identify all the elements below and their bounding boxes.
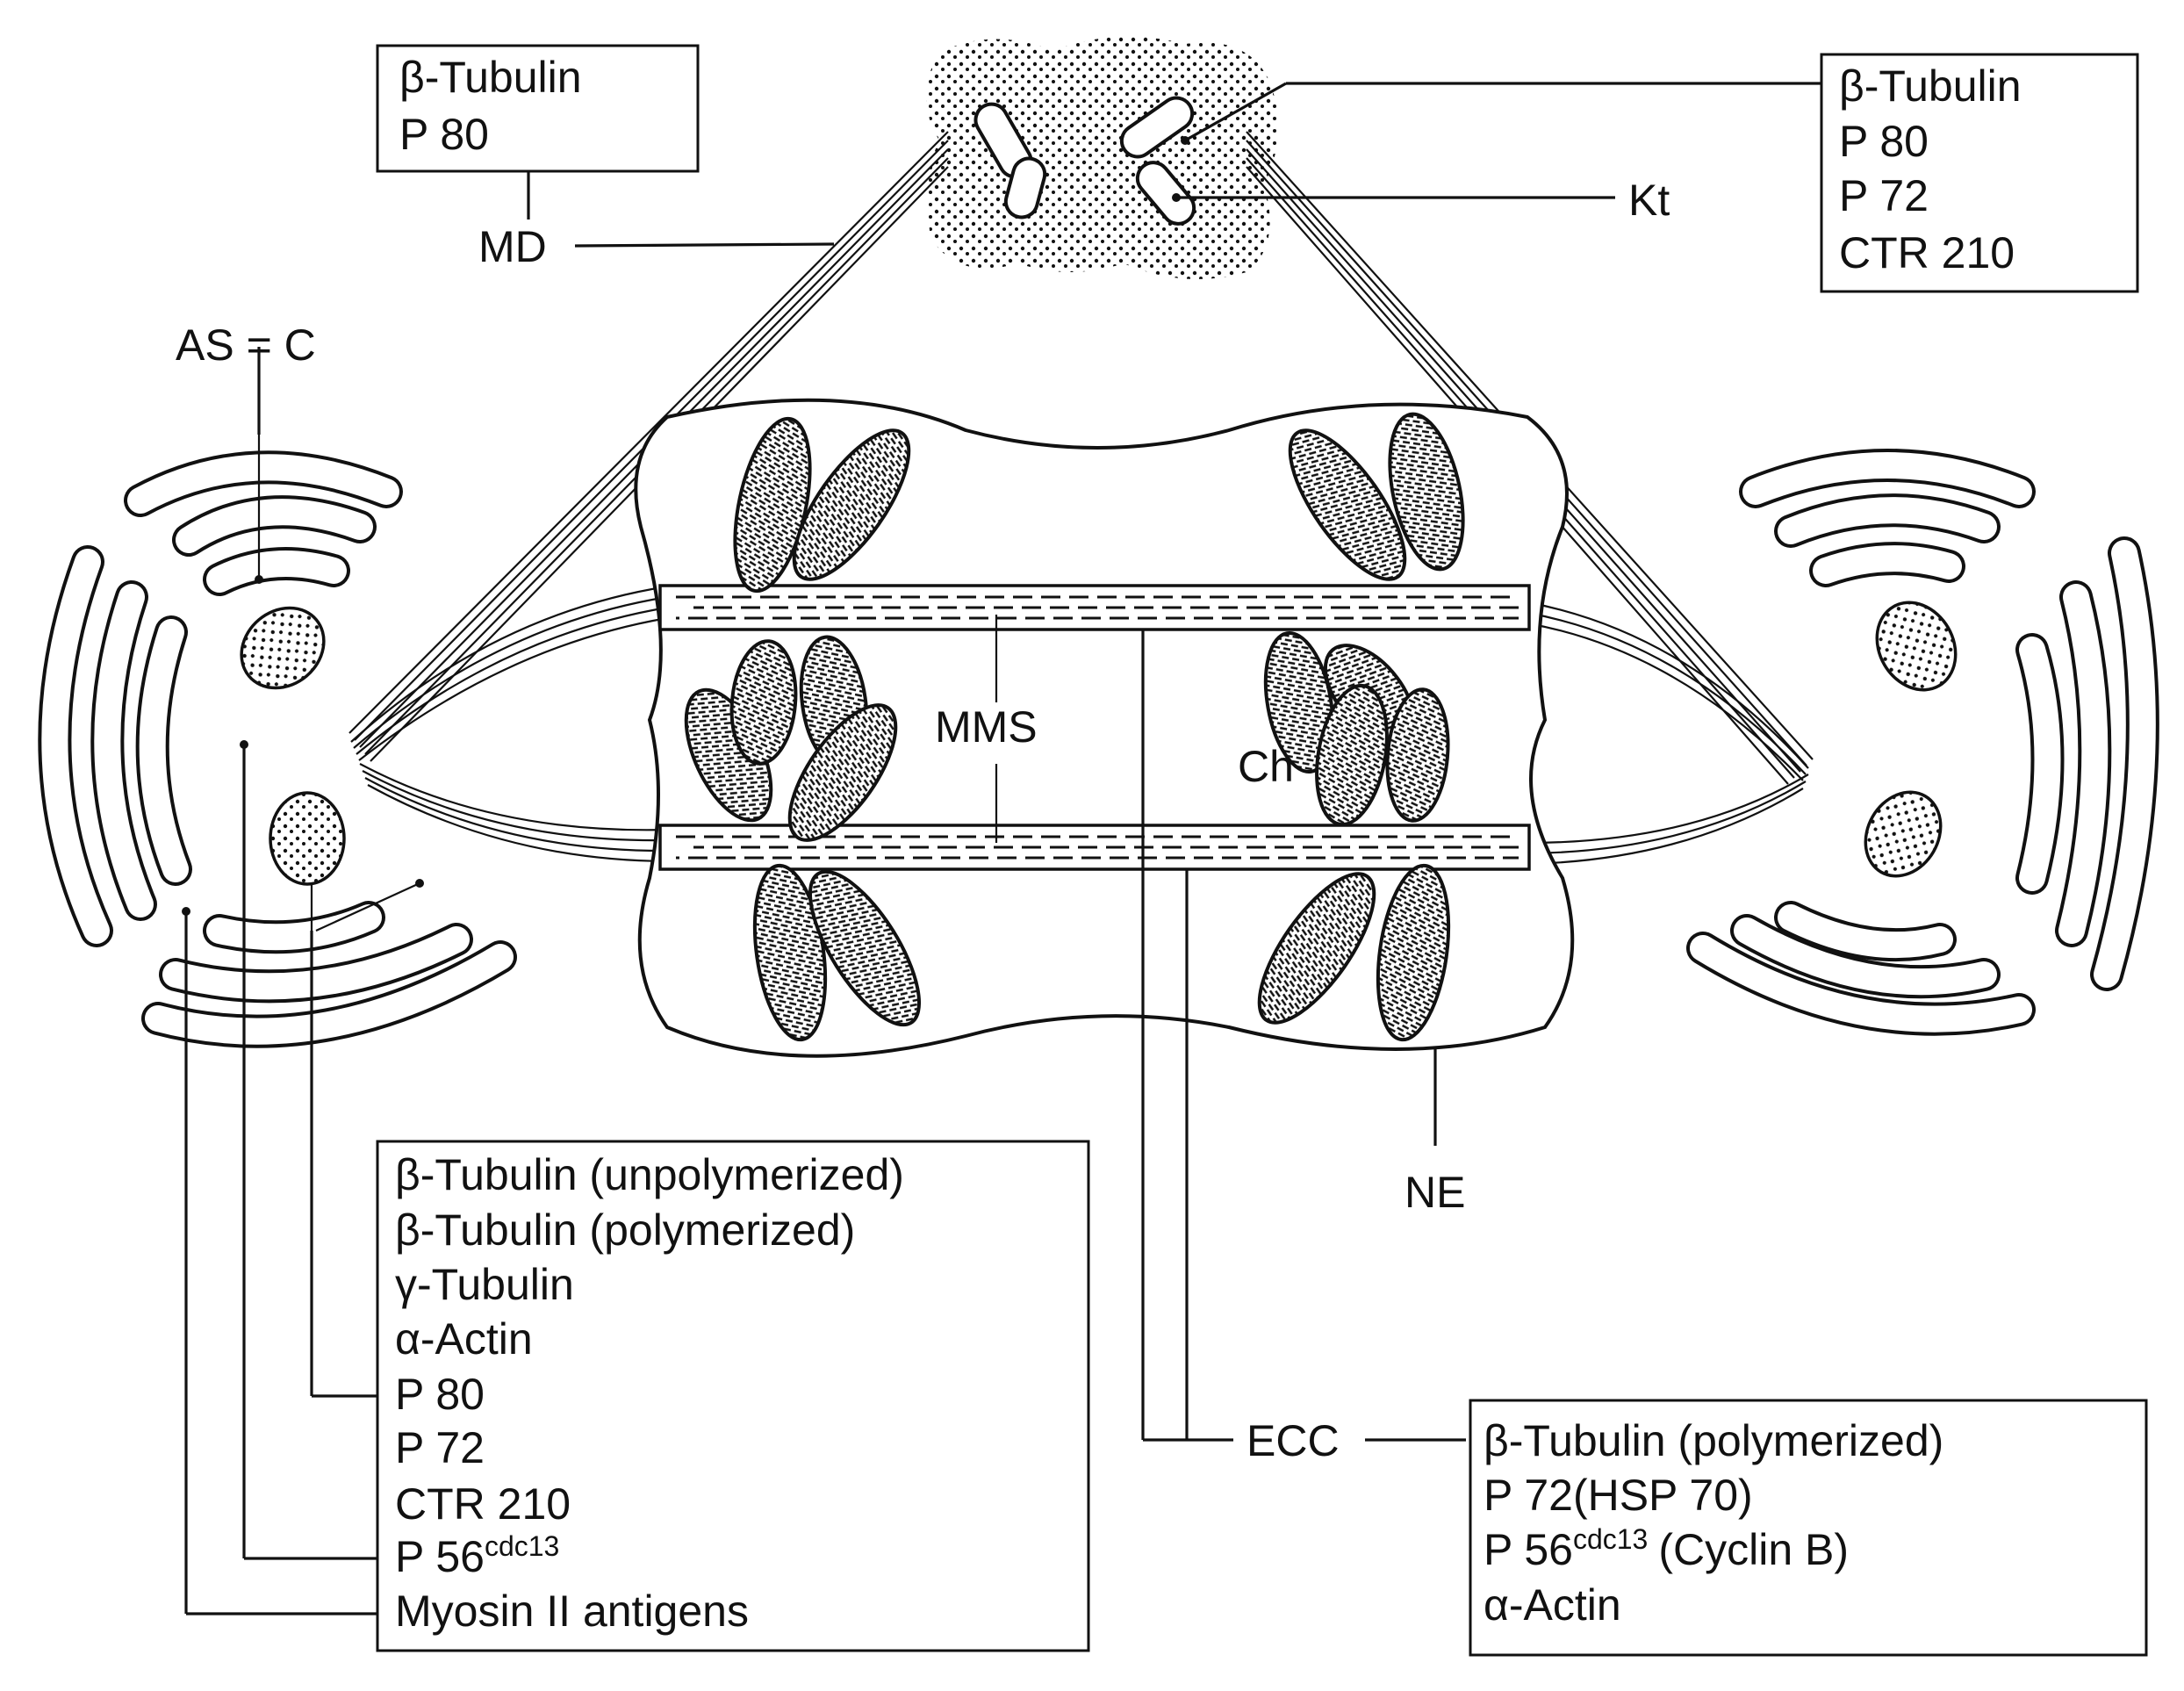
kt-annotation: β-Tubulin P 80 P 72 CTR 210 Kt	[1172, 53, 2139, 293]
right-aster	[1686, 449, 2159, 1036]
md-box-line-2: P 80	[399, 110, 489, 159]
as-annotation: β-Tubulin (unpolymerized) β-Tubulin (pol…	[184, 745, 1090, 1652]
centriole-cylinders	[973, 96, 1196, 226]
ecc-superscript: cdc13	[1573, 1523, 1648, 1555]
kinetochore-region	[926, 36, 1279, 280]
as-box-line-6: P 72	[395, 1423, 485, 1472]
ecc-box	[1469, 1399, 2148, 1657]
kt-box	[1820, 53, 2139, 293]
md-annotation: β-Tubulin P 80 MD	[376, 44, 835, 271]
kt-box-line-3: P 72	[1839, 171, 1929, 220]
as-box-line-5: P 80	[395, 1370, 485, 1419]
kt-box-line-2: P 80	[1839, 117, 1929, 166]
as-box-line-9: Myosin II antigens	[395, 1587, 749, 1636]
as-box-line-4: α-Actin	[395, 1314, 533, 1364]
ne-annotation: NE	[1405, 1049, 1465, 1217]
ecc-annotation: ECC β-Tubulin (polymerized) P 72(HSP 70)…	[1141, 630, 2148, 1657]
ecc-box-line-3: P 56cdc13(Cyclin B)	[1484, 1523, 1849, 1574]
md-label: MD	[478, 222, 547, 271]
md-box-line-1: β-Tubulin	[399, 53, 582, 102]
as-box-line-7: CTR 210	[395, 1479, 571, 1529]
as-box-line-2: β-Tubulin (polymerized)	[395, 1205, 855, 1255]
ne-label: NE	[1405, 1168, 1465, 1217]
as-box-line-1: β-Tubulin (unpolymerized)	[395, 1150, 904, 1199]
chromosomes	[684, 412, 1465, 1042]
mms-annotation: MMS	[935, 615, 1038, 843]
ecc-label: ECC	[1246, 1416, 1340, 1465]
as-c-label: AS = C	[176, 320, 316, 370]
kt-box-line-4: CTR 210	[1839, 228, 2015, 277]
as-box-line-3: γ-Tubulin	[395, 1260, 574, 1309]
mms-label: MMS	[935, 702, 1038, 752]
as-box-line-8: P 56cdc13	[395, 1530, 559, 1581]
kt-label: Kt	[1628, 176, 1670, 225]
kt-box-line-1: β-Tubulin	[1839, 61, 2022, 111]
left-aster	[38, 347, 517, 1048]
ecc-box-line-1: β-Tubulin (polymerized)	[1484, 1416, 1943, 1465]
ch-label: Ch	[1238, 742, 1294, 791]
nucleus	[634, 398, 1575, 1058]
as-superscript: cdc13	[485, 1530, 559, 1562]
md-box	[376, 44, 700, 173]
ecc-box-line-2: P 72(HSP 70)	[1484, 1471, 1753, 1520]
midzone-microtubules	[676, 595, 1519, 860]
ecc-box-line-5: α-Actin	[1484, 1580, 1621, 1630]
